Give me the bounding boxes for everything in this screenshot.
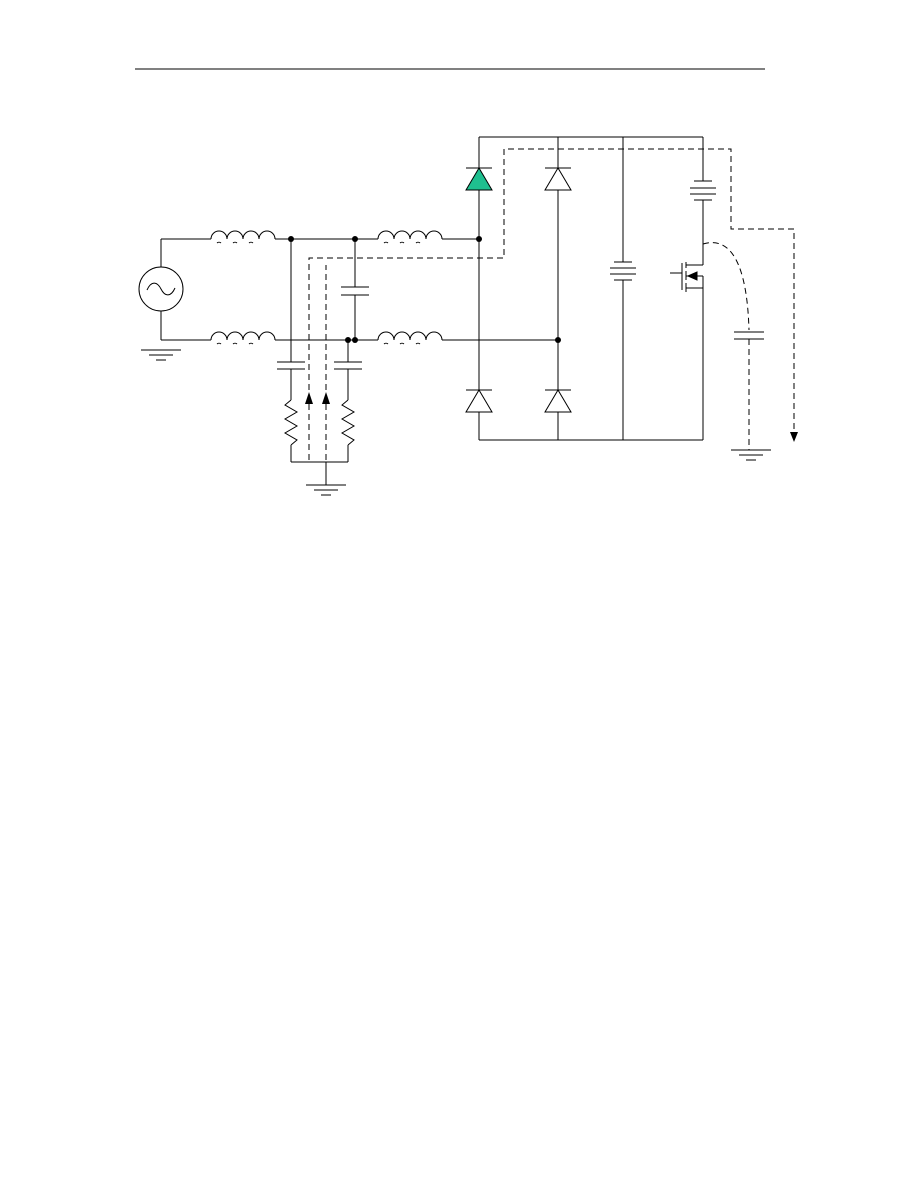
mosfet: [670, 262, 704, 292]
common-mode-return-path: [308, 148, 795, 460]
resistor-right: [341, 399, 355, 446]
inductor-line-right: [377, 230, 443, 244]
ground-symbol-chassis: [731, 449, 771, 461]
parasitic-capacitor: [734, 331, 764, 340]
rectifier-diode-bottom-left: [465, 389, 493, 413]
ground-symbol-filter: [306, 484, 346, 496]
ground-symbol-source: [141, 349, 181, 361]
inductor-line-left: [210, 230, 276, 244]
junction-dots: [288, 236, 561, 343]
current-arrows: [305, 392, 798, 442]
rectifier-diode-bottom-right: [544, 389, 572, 413]
battery-source: [690, 180, 716, 201]
x-capacitor: [341, 286, 369, 296]
y-capacitor-left: [277, 361, 305, 370]
rectifier-diode-highlighted: [465, 167, 493, 191]
rectifier-diode-top-right: [544, 167, 572, 191]
parasitic-capacitance-path: [702, 242, 750, 331]
inductor-neutral-right: [377, 331, 443, 345]
ac-source: [138, 239, 184, 340]
bulk-capacitor: [610, 261, 636, 281]
y-capacitor-right: [334, 361, 362, 370]
inductor-neutral-left: [210, 331, 276, 345]
resistor-left: [284, 399, 298, 446]
